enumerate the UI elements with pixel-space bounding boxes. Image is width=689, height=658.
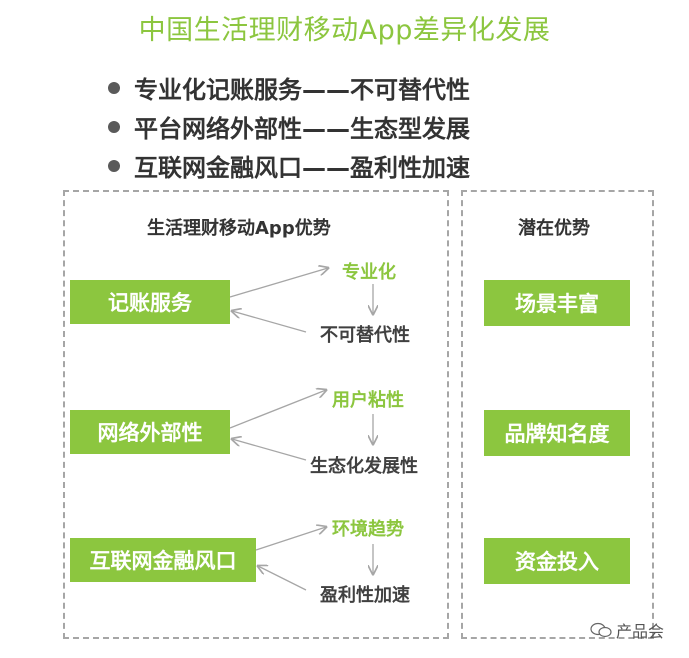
bullet-dot-icon (108, 81, 120, 94)
watermark: 产品会 (590, 618, 664, 642)
watermark-text: 产品会 (616, 622, 665, 641)
arrow-icon (258, 566, 307, 591)
bullet-text: 互联网金融风口——盈利性加速 (134, 154, 470, 182)
advantage-bottom-label: 盈利性加速 (320, 585, 410, 606)
advantage-top-label: 专业化 (342, 262, 396, 283)
advantage-bottom-label: 不可替代性 (320, 325, 410, 346)
arrow-icon (255, 527, 326, 551)
arrow-icon (232, 439, 307, 461)
advantages-panel (63, 190, 449, 639)
advantage-bottom-label: 生态化发展性 (310, 456, 418, 477)
wechat-icon (590, 622, 612, 638)
advantage-top-label: 环境趋势 (332, 519, 404, 540)
bullet-text: 专业化记账服务——不可替代性 (134, 76, 470, 104)
bullet-dot-icon (108, 120, 120, 133)
advantage-box-bookkeeping: 记账服务 (70, 280, 230, 324)
arrow-icon (229, 268, 328, 298)
arrow-icon (232, 311, 307, 333)
bullet-list: 专业化记账服务——不可替代性 平台网络外部性——生态型发展 互联网金融风口——盈… (108, 68, 470, 185)
bullet-dot-icon (108, 159, 120, 172)
potential-advantages-panel (461, 190, 654, 639)
advantages-panel-title: 生活理财移动App优势 (147, 218, 331, 239)
bullet-text: 平台网络外部性——生态型发展 (134, 115, 470, 143)
bullet-item: 平台网络外部性——生态型发展 (108, 107, 470, 146)
advantage-box-internet-finance: 互联网金融风口 (70, 538, 256, 582)
bullet-item: 专业化记账服务——不可替代性 (108, 68, 470, 107)
page-title: 中国生活理财移动App差异化发展 (138, 15, 551, 46)
advantage-top-label: 用户粘性 (332, 390, 404, 411)
advantage-box-network: 网络外部性 (70, 410, 230, 454)
potential-panel-title: 潜在优势 (518, 218, 590, 239)
potential-item-brand: 品牌知名度 (484, 410, 630, 456)
potential-item-capital: 资金投入 (484, 538, 630, 584)
bullet-item: 互联网金融风口——盈利性加速 (108, 146, 470, 185)
arrow-icon (229, 390, 326, 429)
potential-item-scenarios: 场景丰富 (484, 280, 630, 326)
